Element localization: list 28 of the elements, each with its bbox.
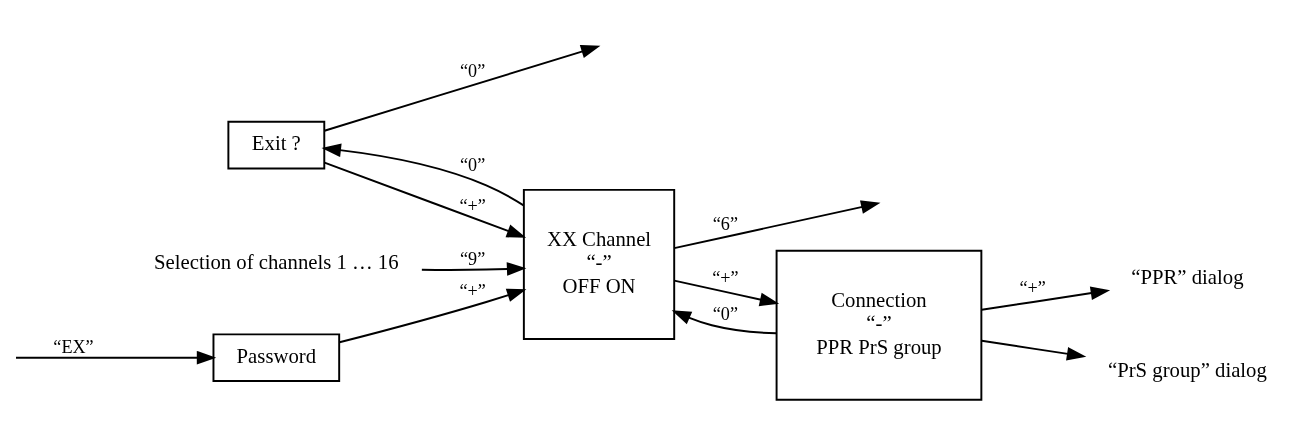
node-text: “PPR” dialog <box>1131 265 1244 288</box>
edge-label: “+” <box>459 195 486 216</box>
edge-label: “+” <box>712 268 739 289</box>
node-box: Password <box>212 333 341 382</box>
edge-label: “+” <box>1019 278 1046 299</box>
node-box: Connection “-” PPR PrS group <box>775 249 983 401</box>
edge-label: “+” <box>459 281 486 302</box>
arrow <box>671 310 778 335</box>
edge-label: “0” <box>460 60 486 81</box>
arrow <box>15 350 217 365</box>
edge-label: “0” <box>712 304 738 325</box>
arrow <box>673 279 780 307</box>
node-box: XX Channel “-” OFF ON <box>522 188 676 340</box>
arrow <box>321 143 525 207</box>
edge-label: “9” <box>460 248 486 269</box>
arrow <box>323 45 601 132</box>
arrow <box>980 339 1087 361</box>
arrow <box>420 262 527 276</box>
node-text: “PrS group” dialog <box>1108 358 1267 381</box>
arrow <box>338 288 527 344</box>
arrow <box>323 161 527 238</box>
edge-label: “6” <box>712 213 738 234</box>
arrow <box>980 286 1111 311</box>
node-text: Selection of channels 1 … 16 <box>154 251 399 274</box>
edge-label: “EX” <box>53 336 94 357</box>
edge-label: “0” <box>460 155 486 176</box>
arrow <box>673 200 881 250</box>
node-box: Exit ? <box>227 120 326 170</box>
